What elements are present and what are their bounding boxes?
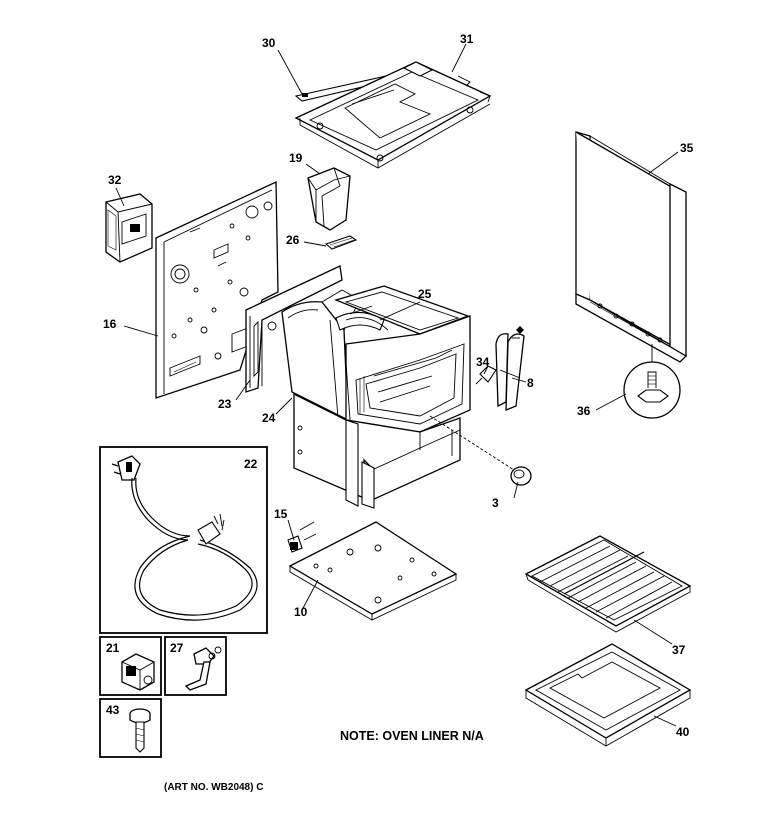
callout-36: 36 [577,404,591,418]
part-power-cord-22 [99,446,268,634]
callout-23: 23 [218,397,232,411]
part-bracket-27 [164,636,227,696]
part-element-8 [495,326,525,411]
part-switch-15 [287,521,317,553]
callout-22: 22 [244,457,258,471]
part-knob-3 [510,466,532,486]
part-door-35 [575,131,688,364]
callout-3: 3 [492,496,499,510]
part-junction-box-32 [105,193,153,263]
callout-32: 32 [108,173,122,187]
art-number: (ART NO. WB2048) C [164,782,263,793]
part-box-21 [99,636,162,696]
callout-21: 21 [106,641,120,655]
part-bracket-19 [307,167,351,231]
part-bracket-34 [475,365,497,385]
leader-lines [115,43,679,727]
callout-35: 35 [680,141,694,155]
callout-27: 27 [170,641,184,655]
part-side-panel-23 [245,265,343,393]
part-top-panel-assembly [294,61,492,169]
callout-24: 24 [262,411,276,425]
oven-liner-note: NOTE: OVEN LINER N/A [340,729,484,743]
callout-25: 25 [418,287,432,301]
callout-16: 16 [103,317,117,331]
callout-31: 31 [460,32,474,46]
callout-labels: 30 31 19 32 35 26 25 16 34 8 36 23 24 22… [103,32,694,739]
callout-43: 43 [106,703,120,717]
part-clip-26 [324,235,358,250]
part-bottom-panel-10 [288,521,458,621]
part-leveling-leg-36 [623,361,681,419]
callout-40: 40 [676,725,690,739]
callout-10: 10 [294,605,308,619]
callout-26: 26 [286,233,300,247]
part-broiler-pan-40 [524,643,692,747]
callout-34: 34 [476,355,490,369]
part-screw-43 [99,698,162,758]
callout-15: 15 [274,507,288,521]
callout-37: 37 [672,643,686,657]
callout-19: 19 [289,151,303,165]
callout-8: 8 [527,376,534,390]
part-gasket-25 [343,317,389,421]
part-oven-rack-37 [524,535,692,633]
callout-30: 30 [262,36,276,50]
